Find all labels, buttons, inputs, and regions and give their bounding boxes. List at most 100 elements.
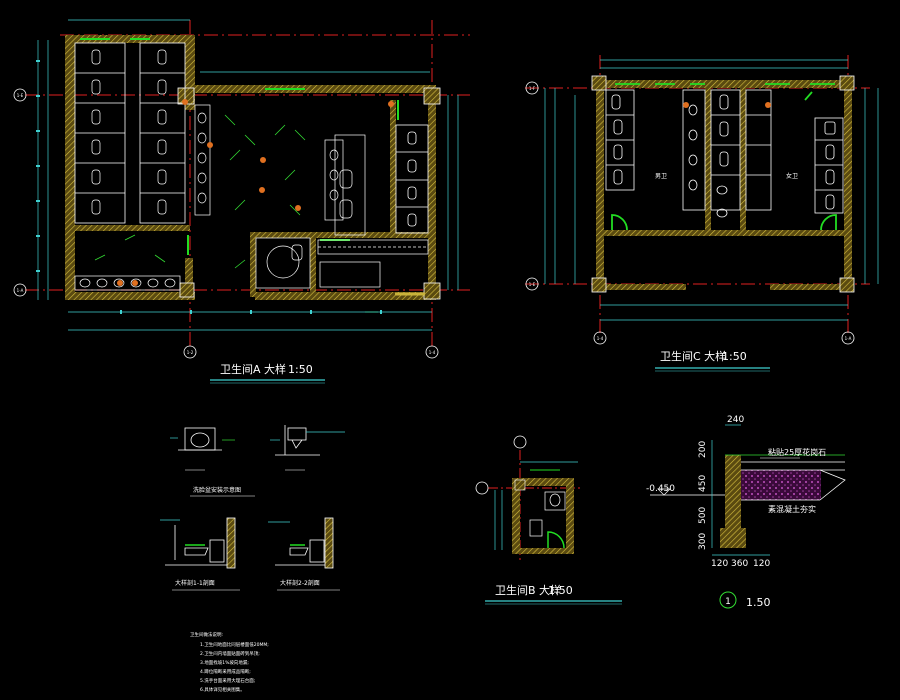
column — [591, 75, 607, 91]
bottom-dim: 360 — [731, 559, 748, 569]
basin-plan — [178, 427, 222, 451]
room-b-scale: 1:50 — [548, 584, 573, 597]
column — [591, 277, 607, 293]
note-line: 卫生间做法说明: — [190, 631, 223, 638]
column — [423, 282, 441, 300]
axis-label: 1-E — [529, 282, 536, 287]
detail-scale: 1.50 — [746, 596, 771, 609]
axis-label: 1-A — [845, 336, 852, 341]
wall — [512, 478, 574, 486]
wall — [512, 548, 574, 554]
elevation-triangle — [657, 488, 671, 496]
bottom-dim: 120 — [711, 559, 728, 569]
wall — [310, 232, 316, 297]
wall-section — [725, 455, 741, 535]
basin-section — [275, 425, 320, 456]
axis-label: 1-4 — [429, 350, 436, 355]
bottom-dim: 120 — [753, 559, 770, 569]
top-dim: 240 — [727, 415, 744, 425]
wall — [65, 35, 75, 295]
room-c-scale: 1:50 — [722, 350, 747, 363]
doors-c — [611, 83, 837, 231]
drain-symbol — [295, 205, 301, 211]
column — [839, 277, 855, 293]
section-1-caption: 大样剖1-1剖面 — [175, 579, 215, 587]
drain-symbol — [683, 102, 689, 108]
stall-row-left — [74, 42, 186, 224]
wall — [596, 80, 852, 88]
room-c-label-left: 男卫 — [655, 173, 667, 180]
drain-symbol — [207, 142, 213, 148]
left-dim: 200 — [698, 441, 708, 458]
fixture-details: 洗脸盆安装示意图 大样剖1-1剖面 大样剖2-2剖面 — [160, 425, 345, 591]
wall — [250, 232, 256, 297]
stall-row-right — [395, 124, 429, 234]
axis-label: 1-2 — [187, 350, 194, 355]
elevation-label: -0.450 — [646, 484, 675, 494]
room-b-plan: 卫生间B 大样 1:50 — [475, 435, 622, 605]
axis-bubbles — [475, 435, 527, 495]
wall — [390, 100, 396, 235]
wall — [65, 292, 195, 300]
note-line: 5.洗手台面采用大理石台面; — [200, 677, 255, 684]
column — [423, 87, 441, 105]
left-dim: 300 — [698, 533, 708, 550]
axis-label: 1-F — [529, 86, 536, 91]
drain-symbol — [117, 280, 123, 286]
wall — [604, 230, 844, 236]
wall — [185, 85, 435, 93]
section-2-2 — [275, 517, 334, 569]
axis-label: 1-4 — [597, 336, 604, 341]
wall — [844, 80, 852, 290]
room-a-scale: 1:50 — [288, 363, 313, 376]
note-line: 1.卫生间地面比同层楼面低20MM; — [200, 641, 269, 648]
wall — [566, 478, 574, 553]
room-c-title: 卫生间C 大样 — [660, 349, 726, 363]
axis-bubbles — [525, 81, 855, 345]
wall — [512, 478, 520, 553]
note-line: 6.具体详见相关图集。 — [200, 686, 245, 693]
slope-edge — [819, 469, 846, 501]
axis-label: 1-E — [17, 93, 24, 98]
basin-caption: 洗脸盆安装示意图 — [193, 486, 241, 494]
dimension-lines — [494, 461, 578, 550]
wall — [705, 88, 711, 233]
stalls-c — [605, 89, 844, 218]
wall — [185, 258, 193, 300]
axis-label: 1-A — [17, 288, 24, 293]
footing — [720, 528, 746, 548]
wall — [740, 88, 746, 233]
section-2-caption: 大样剖2-2剖面 — [280, 579, 320, 587]
room-c-label-right: 女卫 — [786, 172, 798, 180]
note-top: 粘贴25厚花岗石 — [768, 447, 826, 457]
soil-fill — [741, 470, 821, 500]
column — [179, 282, 195, 298]
note-line: 3.地面找坡1%坡向地漏; — [200, 659, 249, 666]
drain-symbol — [765, 102, 771, 108]
axis-bubbles — [13, 88, 439, 359]
dimension-lines — [544, 59, 879, 321]
section-1-1 — [165, 517, 236, 569]
detail-marker-number: 1 — [725, 597, 731, 607]
wall — [185, 35, 195, 110]
drain-symbol — [260, 157, 266, 163]
room-b-fixtures — [529, 491, 566, 537]
wall — [770, 284, 852, 290]
dimension-ticks — [36, 60, 382, 314]
detail-1-section: -0.450 240 200 450 500 300 120 360 120 粘… — [646, 415, 846, 609]
note-line: 2.卫生间内墙面贴面砖到吊顶; — [200, 650, 260, 657]
note-line: 4.蹲位隔断采用成品隔断; — [200, 668, 251, 675]
drain-symbol — [132, 280, 138, 286]
urinal-row — [194, 104, 366, 236]
left-dim: 500 — [698, 507, 708, 524]
door — [547, 531, 565, 549]
room-b-title: 卫生间B 大样 — [495, 583, 561, 597]
column — [514, 479, 526, 491]
left-dim: 450 — [698, 475, 708, 492]
squat-toilets-left — [91, 49, 167, 215]
drain-symbol — [388, 101, 394, 107]
wall — [428, 85, 436, 300]
wall — [65, 225, 190, 231]
room-c-plan: 男卫 女卫 1-F 1-E 1-4 1-A 卫生间C 大样 1:50 — [525, 55, 879, 372]
note-bottom: 素混凝土夯实 — [768, 504, 816, 514]
